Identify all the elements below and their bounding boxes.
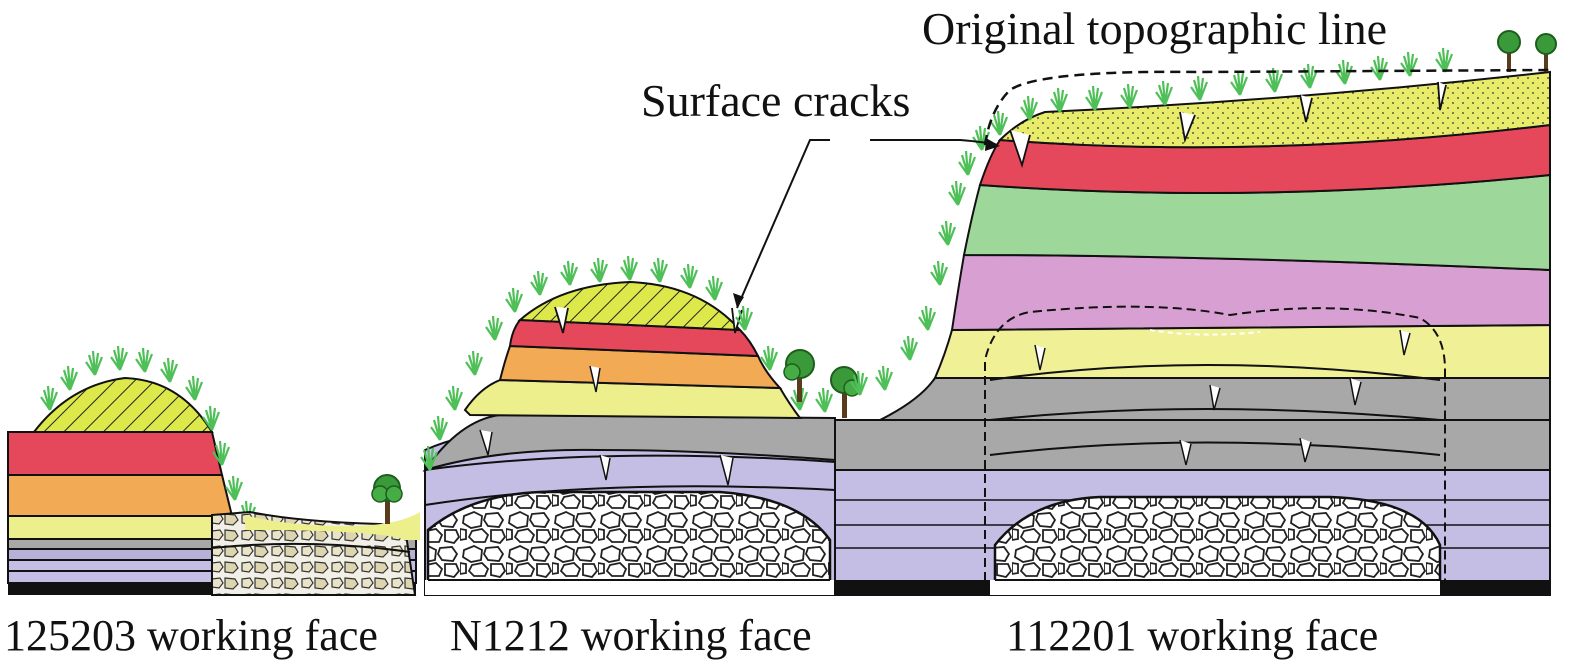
tree-icon [830,366,861,418]
working-face-125203-label: 125203 working face [4,611,378,660]
middle-block [419,254,861,596]
tree-icon [783,349,815,402]
right-block [834,30,1557,596]
working-face-n1212-label: N1212 working face [450,611,812,660]
original-topographic-line [983,68,1551,146]
working-face-112201-label: 112201 working face [1006,611,1379,660]
tree-icon [371,474,403,524]
surface-cracks-leader [733,138,1000,309]
tree-icon [1497,30,1521,72]
left-block [7,344,420,596]
tree-icon [1535,33,1557,72]
surface-cracks-label: Surface cracks [641,75,911,126]
original-topographic-line-label: Original topographic line [922,3,1387,54]
